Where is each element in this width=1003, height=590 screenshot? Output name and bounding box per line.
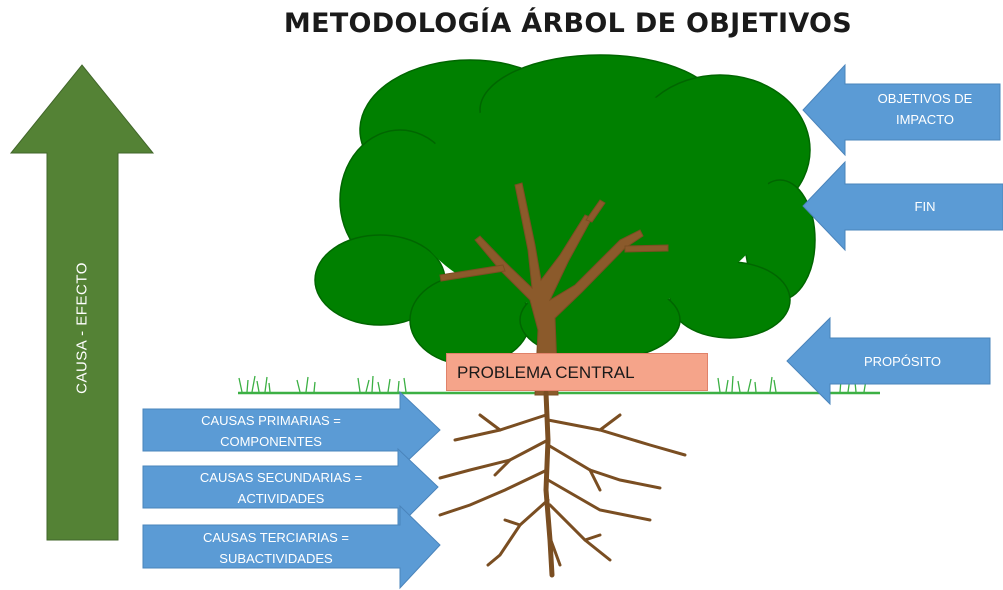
- objetivos-impacto-label: OBJETIVOS DE IMPACTO: [877, 91, 973, 127]
- cause-effect-label: CAUSA - EFECTO: [73, 262, 91, 394]
- objetivos-impacto-arrow: [802, 63, 1001, 157]
- tree-roots: [438, 390, 687, 578]
- diagram-title: METODOLOGÍA ÁRBOL DE OBJETIVOS: [283, 8, 853, 39]
- causas-secundarias-arrow: [142, 447, 439, 529]
- tree-trunk: [439, 182, 669, 396]
- proposito-arrow: [786, 316, 991, 406]
- central-problem-box: PROBLEMA CENTRAL: [446, 353, 708, 391]
- causas-primarias-label: CAUSAS PRIMARIAS = COMPONENTES: [201, 413, 341, 449]
- causas-secundarias-label: CAUSAS SECUNDARIAS = ACTIVIDADES: [199, 470, 363, 506]
- causas-terciarias-arrow: [142, 504, 441, 590]
- tree-canopy: [314, 54, 816, 366]
- proposito-label: PROPÓSITO: [863, 354, 942, 369]
- causas-terciarias-label: CAUSAS TERCIARIAS = SUBACTIVIDADES: [202, 530, 350, 566]
- fin-label: FIN: [914, 199, 936, 214]
- fin-arrow: [802, 160, 1003, 252]
- ground-grass: [238, 375, 880, 395]
- cause-effect-arrow: [9, 64, 155, 541]
- causas-primarias-arrow: [142, 390, 441, 470]
